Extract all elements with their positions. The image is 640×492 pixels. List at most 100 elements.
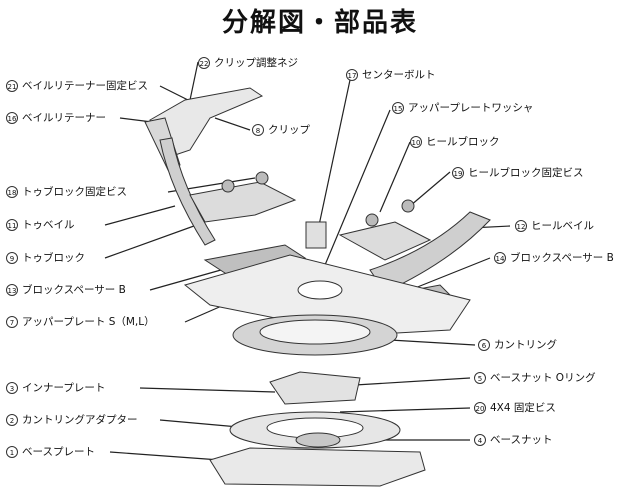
part-number-1: 1 bbox=[6, 446, 18, 458]
part-number-10: 10 bbox=[410, 136, 422, 148]
center-bolt-part bbox=[305, 221, 327, 249]
cant-ring-inner bbox=[259, 319, 371, 345]
part-name-19: ヒールブロック固定ビス bbox=[468, 167, 584, 179]
part-name-3: インナープレート bbox=[22, 382, 106, 394]
block-spacer-toe bbox=[203, 244, 307, 276]
part-name-16: ベイルリテーナー bbox=[22, 112, 106, 124]
part-number-5: 5 bbox=[474, 372, 486, 384]
leader-22 bbox=[189, 61, 199, 101]
part-label-22: 22 クリップ調整ネジ bbox=[198, 57, 298, 69]
part-name-18: トゥブロック固定ビス bbox=[22, 186, 127, 198]
part-label-7: 7 アッパープレート S（M,L） bbox=[6, 316, 155, 328]
part-name-5: ベースナット Oリング bbox=[490, 372, 596, 384]
part-number-7: 7 bbox=[6, 316, 18, 328]
leader-19 bbox=[409, 171, 451, 207]
part-name-13: ブロックスペーサー B bbox=[22, 284, 126, 296]
part-name-6: カントリング bbox=[494, 339, 557, 351]
leader-11 bbox=[104, 205, 176, 226]
part-name-9: トゥブロック bbox=[22, 252, 85, 264]
heel-block-screw-2 bbox=[401, 199, 415, 213]
diagram-title: 分解図・部品表 bbox=[221, 8, 418, 38]
part-name-21: ベイルリテーナー固定ビス bbox=[22, 80, 148, 92]
part-name-10: ヒールブロック bbox=[426, 136, 500, 148]
part-number-6: 6 bbox=[478, 339, 490, 351]
part-label-19: 19 ヒールブロック固定ビス bbox=[452, 167, 584, 179]
part-label-21: 21 ベイルリテーナー固定ビス bbox=[6, 80, 148, 92]
part-number-14: 14 bbox=[494, 252, 506, 264]
part-label-17: 17 センターボルト bbox=[346, 69, 436, 81]
part-label-1: 1 ベースプレート bbox=[6, 446, 95, 458]
part-name-15: アッパープレートワッシャ bbox=[408, 102, 534, 114]
part-label-8: 8 クリップ bbox=[252, 124, 310, 136]
part-label-13: 13 ブロックスペーサー B bbox=[6, 284, 126, 296]
part-name-8: クリップ bbox=[268, 124, 310, 136]
leader-17 bbox=[317, 79, 351, 231]
part-number-9: 9 bbox=[6, 252, 18, 264]
base-plate-part bbox=[209, 447, 426, 487]
part-label-6: 6 カントリング bbox=[478, 339, 557, 351]
part-number-20: 20 bbox=[474, 402, 486, 414]
part-label-15: 15 アッパープレートワッシャ bbox=[392, 102, 533, 114]
leader-13 bbox=[149, 267, 229, 291]
leader-8 bbox=[214, 117, 251, 131]
part-number-12: 12 bbox=[515, 220, 527, 232]
clip-part bbox=[149, 87, 264, 156]
part-number-3: 3 bbox=[6, 382, 18, 394]
part-number-15: 15 bbox=[392, 102, 404, 114]
part-label-10: 10 ヒールブロック bbox=[410, 136, 500, 148]
part-label-12: 12 ヒールベイル bbox=[515, 220, 594, 232]
leader-15 bbox=[324, 109, 391, 266]
upper-plate-hole bbox=[297, 280, 343, 300]
part-number-16: 16 bbox=[6, 112, 18, 124]
leader-1 bbox=[109, 451, 221, 461]
heel-block-screw-1 bbox=[365, 213, 379, 227]
leader-3 bbox=[139, 387, 276, 393]
inner-plate-part bbox=[269, 371, 361, 405]
part-label-18: 18 トゥブロック固定ビス bbox=[6, 186, 127, 198]
toe-block-screw-1 bbox=[255, 171, 269, 185]
toe-block-part bbox=[189, 181, 297, 223]
leader-10 bbox=[379, 141, 411, 213]
part-label-14: 14 ブロックスペーサー B bbox=[494, 252, 614, 264]
leader-5 bbox=[354, 377, 471, 386]
base-nut-part bbox=[295, 432, 341, 448]
part-number-8: 8 bbox=[252, 124, 264, 136]
part-number-18: 18 bbox=[6, 186, 18, 198]
part-number-22: 22 bbox=[198, 57, 210, 69]
part-label-5: 5 ベースナット Oリング bbox=[474, 372, 596, 384]
part-name-11: トゥベイル bbox=[22, 219, 75, 231]
part-number-19: 19 bbox=[452, 167, 464, 179]
part-name-1: ベースプレート bbox=[22, 446, 95, 458]
part-name-14: ブロックスペーサー B bbox=[510, 252, 614, 264]
part-name-20: 4X4 固定ビス bbox=[490, 402, 556, 414]
part-label-9: 9 トゥブロック bbox=[6, 252, 85, 264]
part-number-4: 4 bbox=[474, 434, 486, 446]
part-name-12: ヒールベイル bbox=[531, 220, 594, 232]
part-number-13: 13 bbox=[6, 284, 18, 296]
part-name-22: クリップ調整ネジ bbox=[214, 57, 298, 69]
leader-20 bbox=[339, 407, 471, 413]
part-number-2: 2 bbox=[6, 414, 18, 426]
leader-6 bbox=[389, 339, 476, 346]
part-number-11: 11 bbox=[6, 219, 18, 231]
part-label-4: 4 ベースナット bbox=[474, 434, 552, 446]
part-label-11: 11 トゥベイル bbox=[6, 219, 75, 231]
part-number-17: 17 bbox=[346, 69, 358, 81]
leader-9 bbox=[104, 221, 206, 259]
part-number-21: 21 bbox=[6, 80, 18, 92]
heel-block-part bbox=[338, 221, 432, 261]
part-label-16: 16 ベイルリテーナー bbox=[6, 112, 106, 124]
part-label-3: 3 インナープレート bbox=[6, 382, 105, 394]
toe-block-screw-2 bbox=[221, 179, 235, 193]
part-name-17: センターボルト bbox=[362, 69, 436, 81]
leader-14 bbox=[409, 257, 491, 291]
part-name-4: ベースナット bbox=[490, 434, 553, 446]
part-label-20: 20 4X4 固定ビス bbox=[474, 402, 556, 414]
part-name-7: アッパープレート S（M,L） bbox=[22, 316, 155, 328]
part-label-2: 2 カントリングアダプター bbox=[6, 414, 138, 426]
heel-bail-part bbox=[369, 211, 491, 293]
part-name-2: カントリングアダプター bbox=[22, 414, 138, 426]
toe-bail-part bbox=[159, 137, 216, 246]
leader-21 bbox=[159, 85, 189, 101]
